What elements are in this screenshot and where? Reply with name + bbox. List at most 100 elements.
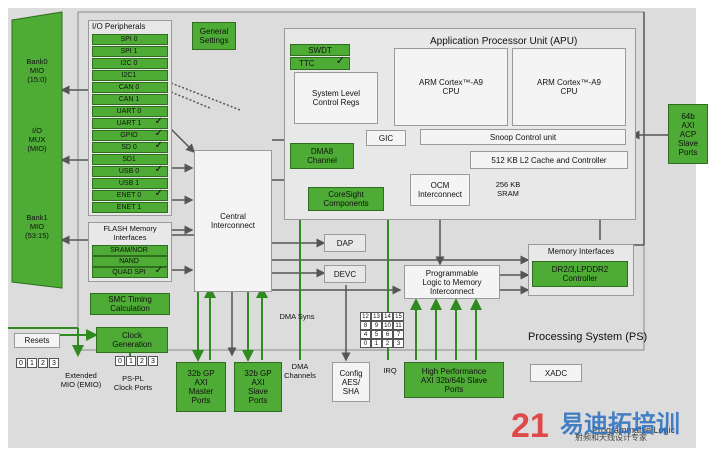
clock-port-number: 3: [148, 356, 158, 366]
io-peripheral-item: UART 0: [92, 106, 168, 117]
dma8-channel-block: DMA8 Channel: [290, 143, 354, 169]
io-peripheral-label: UART 0: [116, 108, 142, 115]
io-peripherals-title: I/O Peripherals: [92, 22, 146, 31]
watermark-number: 21: [511, 407, 549, 445]
flash-memory-item: QUAD SPI✓: [92, 265, 168, 278]
irq-grid-cell: 1: [371, 339, 382, 348]
watermark-text: 易迪拓培训: [560, 411, 680, 438]
io-peripheral-label: SPI 1: [120, 48, 138, 55]
devc-block: DEVC: [324, 265, 366, 283]
acp-slave-ports-block: 64b AXI ACP Slave Ports: [668, 104, 708, 164]
io-peripheral-label: I2C 0: [120, 60, 138, 67]
ps-pl-clock-label: PS-PL Clock Ports: [113, 374, 153, 392]
reset-port-number: 2: [38, 358, 48, 368]
dma-syns-label: DMA Syns: [279, 312, 315, 321]
flash-memory-label: SRAM/NOR: [110, 247, 148, 254]
irq-grid-cell: 5: [371, 330, 382, 339]
irq-grid-cell: 14: [382, 312, 393, 321]
check-icon: ✓: [154, 188, 163, 199]
ttc-block: TTC ✓: [290, 55, 350, 70]
check-icon: ✓: [154, 128, 163, 139]
ddr-controller-block: DR2/3,LPDDR2 Controller: [532, 261, 628, 287]
irq-grid-cell: 8: [360, 321, 371, 330]
io-peripheral-item: USB 0✓: [92, 165, 168, 177]
flash-memory-label: NAND: [119, 258, 139, 265]
io-peripheral-item: SPI 1: [92, 46, 168, 57]
swdt-block: SWDT: [290, 44, 350, 56]
dma-channels-label: DMA Channels: [284, 362, 316, 380]
reset-port-number: 1: [27, 358, 37, 368]
resets-block: Resets: [14, 333, 60, 348]
irq-grid-cell: 2: [382, 339, 393, 348]
xadc-block: XADC: [530, 364, 582, 382]
io-peripheral-item: CAN 0: [92, 82, 168, 93]
sram-label: 256 KB SRAM: [495, 180, 521, 198]
clock-port-number: 2: [137, 356, 147, 366]
io-peripheral-item: I2C 0: [92, 58, 168, 69]
io-peripheral-label: GPIO: [120, 132, 138, 139]
io-peripheral-label: SD 0: [121, 144, 137, 151]
irq-grid-cell: 15: [393, 312, 404, 321]
gp-slave-ports-block: 32b GP AXI Slave Ports: [234, 362, 282, 412]
io-peripheral-label: ENET 0: [116, 192, 142, 199]
irq-grid-cell: 11: [393, 321, 404, 330]
irq-grid-cell: 12: [360, 312, 371, 321]
gic-block: GIC: [366, 130, 406, 146]
reset-port-number: 0: [16, 358, 26, 368]
io-peripheral-item: ENET 1: [92, 202, 168, 213]
extended-mio-label: Extended MIO (EMIO): [60, 371, 102, 389]
flash-memory-item: SRAM/NOR: [92, 245, 168, 256]
io-peripheral-item: CAN 1: [92, 94, 168, 105]
io-peripheral-label: SPI 0: [120, 36, 138, 43]
watermark-subtext: 射频和天线设计专家: [575, 433, 647, 442]
ttc-check-icon: ✓: [335, 55, 345, 67]
check-icon: ✓: [154, 116, 163, 127]
io-peripheral-item: GPIO ✓: [92, 128, 168, 141]
hp-slave-ports-block: High Performance AXI 32b/64b Slave Ports: [404, 362, 504, 398]
gp-master-ports-block: 32b GP AXI Master Ports: [176, 362, 226, 412]
ocm-interconnect-block: OCM Interconnect: [410, 174, 470, 206]
snoop-control-unit-block: Snoop Control unit: [420, 129, 626, 145]
bank0-mio-label: Bank0 MIO (15:0): [26, 57, 48, 84]
apu-title: Application Processor Unit (APU): [430, 36, 578, 47]
io-peripheral-label: ENET 1: [116, 204, 142, 211]
irq-grid-cell: 4: [360, 330, 371, 339]
check-icon: ✓: [154, 265, 163, 276]
smc-timing-block: SMC Timing Calculation: [90, 293, 170, 315]
io-peripheral-item: ENET 0 ✓: [92, 188, 168, 201]
flash-memory-title: FLASH Memory Interfaces: [103, 224, 157, 242]
irq-grid-cell: 7: [393, 330, 404, 339]
pl-to-memory-interconnect-block: Programmable Logic to Memory Interconnec…: [404, 265, 500, 299]
io-peripheral-label: CAN 0: [118, 84, 140, 91]
ttc-label: TTC: [299, 59, 315, 68]
check-icon: ✓: [154, 140, 163, 151]
io-peripheral-label: I2C1: [121, 72, 137, 79]
flash-memory-item: NAND: [92, 256, 168, 267]
clock-port-number: 0: [115, 356, 125, 366]
irq-grid-cell: 6: [382, 330, 393, 339]
clock-port-number: 1: [126, 356, 136, 366]
io-peripheral-item: SD 0 ✓: [92, 140, 168, 153]
dap-block: DAP: [324, 234, 366, 252]
io-peripheral-item: UART 1 ✓: [92, 116, 168, 129]
cpu0-block: ARM Cortex™-A9 CPU: [394, 48, 508, 126]
l2-cache-block: 512 KB L2 Cache and Controller: [470, 151, 628, 169]
irq-grid-cell: 9: [371, 321, 382, 330]
processing-system-label: Processing System (PS): [528, 331, 648, 343]
irq-label: IRQ: [383, 366, 397, 375]
io-peripheral-item: SD1: [92, 154, 168, 165]
irq-grid-cell: 13: [371, 312, 382, 321]
programmable-logic-label: Programmable Logic: [592, 425, 676, 435]
io-peripheral-label: UART 1: [116, 120, 142, 127]
io-peripheral-item: SPI 0: [92, 34, 168, 45]
reset-port-number: 3: [49, 358, 59, 368]
irq-grid-cell: 10: [382, 321, 393, 330]
cpu1-block: ARM Cortex™-A9 CPU: [512, 48, 626, 126]
io-peripheral-item: USB 1: [92, 178, 168, 189]
coresight-block: CoreSight Components: [308, 187, 384, 211]
clock-generation-block: Clock Generation: [96, 327, 168, 353]
io-peripheral-label: USB 1: [118, 180, 140, 187]
irq-grid-cell: 3: [393, 339, 404, 348]
